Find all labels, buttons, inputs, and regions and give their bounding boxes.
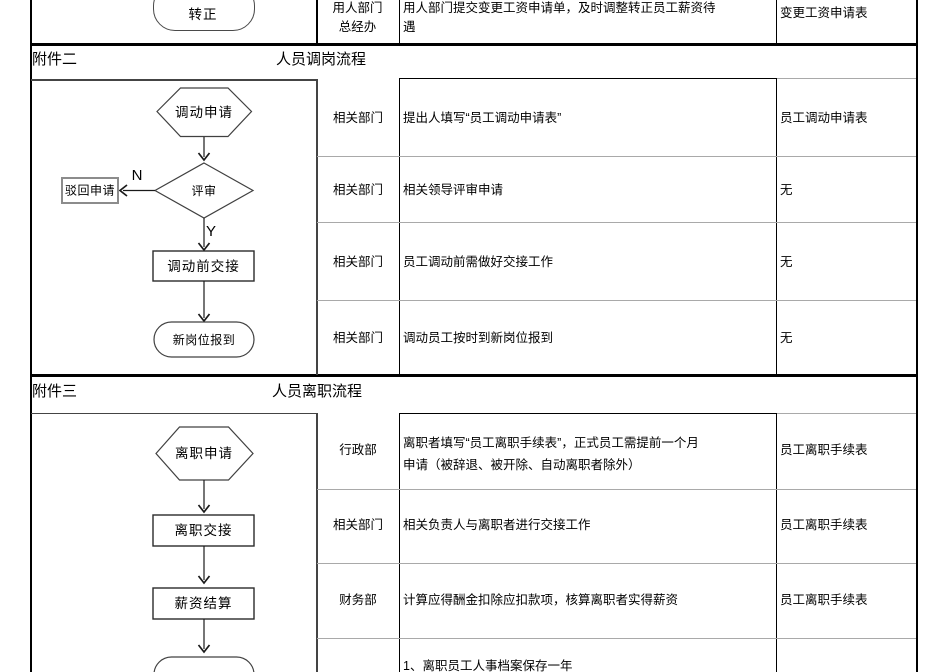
column-line [399, 413, 400, 672]
column-line [316, 0, 318, 43]
flowchart-box-right [316, 412, 318, 672]
department-cell: 相关部门 [332, 331, 383, 345]
transfer-flowchart: 调动申请 评审 N 驳回申请 Y 调动前交接 新岗位报到 [61, 87, 255, 358]
arrowhead-left-icon [118, 184, 128, 197]
flow-node-label: 离职交接 [175, 522, 233, 538]
description-cell: 相关负责人与离职者进行交接工作 [403, 518, 591, 532]
arrowhead-down-icon [197, 152, 211, 162]
table-right-border [916, 0, 918, 672]
section-title: 人员调岗流程 [276, 51, 367, 68]
arrowhead-down-icon [197, 313, 211, 323]
department-cell: 用人部门 [332, 1, 383, 15]
branch-yes-label: Y [206, 223, 216, 240]
form-column-top [777, 413, 916, 414]
flow-node-label: 薪资结算 [175, 596, 233, 611]
arrowhead-down-icon [197, 242, 211, 252]
form-cell: 无 [780, 331, 793, 345]
section-heading: 附件二 [32, 51, 78, 68]
flow-node-label: 调动申请 [175, 105, 233, 120]
flow-node-label: 评审 [191, 183, 216, 198]
column-line [399, 78, 400, 375]
description-box-top [399, 78, 777, 79]
form-cell: 无 [780, 183, 793, 197]
flowchart-box-top [31, 79, 318, 81]
description-cell: 用人部门提交变更工资申请单，及时调整转正员工薪资待遇 [403, 1, 716, 34]
table-left-border [30, 0, 32, 672]
form-cell: 员工调动申请表 [780, 111, 868, 125]
description-cell: 离职者填写“员工离职手续表”，正式员工需提前一个月申请（被辞退、被开除、自动离职… [403, 436, 699, 472]
department-cell: 财务部 [339, 593, 377, 607]
hexagon-start-shape [155, 426, 254, 481]
row-separator [317, 563, 916, 564]
row-separator [317, 156, 916, 157]
description-cell: 调动员工按时到新岗位报到 [403, 331, 554, 345]
form-column-top [777, 78, 916, 79]
department-cell: 相关部门 [332, 183, 383, 197]
arrowhead-down-icon [197, 644, 211, 654]
section-title: 人员离职流程 [272, 383, 363, 400]
branch-no-label: N [132, 167, 143, 184]
section-heading: 附件三 [32, 383, 78, 400]
column-line [776, 0, 777, 43]
section-separator [30, 374, 918, 377]
arrowhead-down-icon [197, 504, 211, 514]
description-box-top [399, 413, 777, 414]
flow-node-label: 离职申请 [175, 445, 233, 461]
terminator-shape [153, 656, 255, 672]
arrowhead-down-icon [197, 575, 211, 585]
terminator-shape [153, 321, 255, 358]
reject-box-shape [61, 177, 119, 204]
flow-node-label: 新岗位报到 [173, 332, 236, 347]
description-cell: 员工调动前需做好交接工作 [403, 255, 554, 269]
column-line [776, 78, 777, 375]
flowchart-box-top [31, 412, 318, 414]
flow-node-label: 调动前交接 [167, 258, 240, 274]
row-separator [317, 222, 916, 223]
hexagon-start-shape [156, 87, 253, 138]
column-line [776, 413, 777, 672]
department-cell: 相关部门 [332, 111, 383, 125]
department-cell: 行政部 [339, 443, 377, 457]
resignation-flowchart: 离职申请 离职交接 薪资结算 [152, 426, 255, 672]
description-cell: 相关领导评审申请 [403, 183, 504, 197]
form-cell: 无 [780, 255, 793, 269]
flowchart-box-right [316, 79, 318, 375]
flow-node-label: 驳回申请 [65, 184, 115, 198]
flow-node-label: 转正 [188, 7, 218, 22]
description-cell: 1、离职员工人事档案保存一年 [403, 659, 573, 672]
section-separator [30, 43, 918, 46]
form-cell: 员工离职手续表 [780, 518, 868, 532]
form-cell: 员工离职手续表 [780, 593, 868, 607]
department-cell: 相关部门 [332, 518, 383, 532]
department-cell: 相关部门 [332, 255, 383, 269]
column-line [399, 0, 400, 43]
row-separator [317, 300, 916, 301]
row-separator [317, 638, 916, 639]
description-cell: 计算应得酬金扣除应扣款项，核算离职者实得薪资 [403, 593, 679, 607]
row-separator [317, 489, 916, 490]
form-cell: 变更工资申请表 [780, 6, 868, 20]
process-box-shape [152, 514, 255, 547]
department-cell: 总经办 [338, 20, 377, 34]
description-cell: 提出人填写“员工调动申请表” [403, 111, 562, 125]
form-cell: 员工离职手续表 [780, 443, 868, 457]
